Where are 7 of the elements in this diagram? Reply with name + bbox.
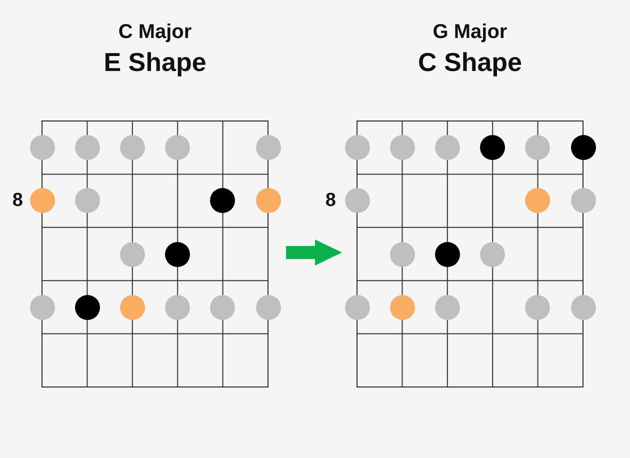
shape-label: C Shape [418, 47, 522, 77]
shape-label: E Shape [104, 47, 206, 77]
scale-label: G Major [432, 20, 508, 44]
fret-number: 8 [12, 190, 23, 212]
arrow [286, 240, 342, 266]
scale-label: C Major [118, 20, 192, 44]
fret-number: 8 [325, 190, 336, 212]
